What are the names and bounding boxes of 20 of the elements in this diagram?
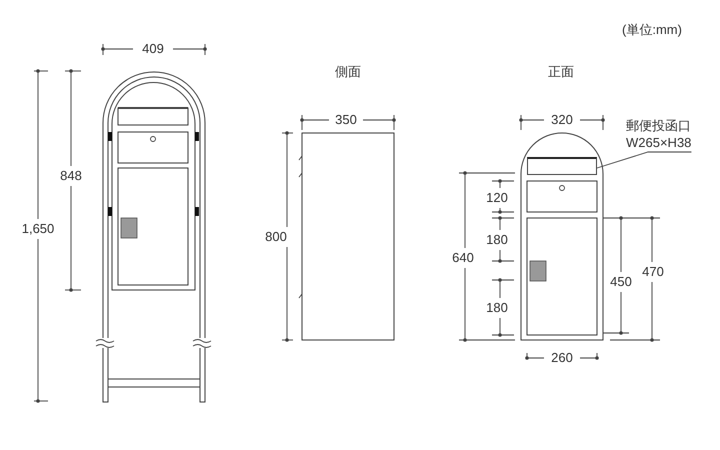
dimension-value: 848 <box>59 169 83 183</box>
dimension-value: 1,650 <box>20 222 56 236</box>
dimension-value: 120 <box>485 191 509 205</box>
dimension-value: 640 <box>451 251 475 265</box>
leader-line <box>596 152 692 168</box>
mail-slot <box>527 157 597 175</box>
view-title: 側面 <box>334 65 362 79</box>
dimension-value: 350 <box>334 113 358 127</box>
dimension-value: 180 <box>485 233 509 247</box>
callout-text: 郵便投函口 <box>626 117 692 134</box>
unit-note: (単位:mm) <box>621 23 683 37</box>
dimension-value: 450 <box>609 275 633 289</box>
callout-text: W265×H38 <box>626 134 692 151</box>
dimension-value: 800 <box>264 230 288 244</box>
dimension-value: 409 <box>141 42 165 56</box>
dimension-value: 320 <box>550 113 574 127</box>
dimension-value: 260 <box>550 351 574 365</box>
dimension-value: 180 <box>485 301 509 315</box>
view-title: 正面 <box>547 65 575 79</box>
dimension-value: 470 <box>641 265 665 279</box>
